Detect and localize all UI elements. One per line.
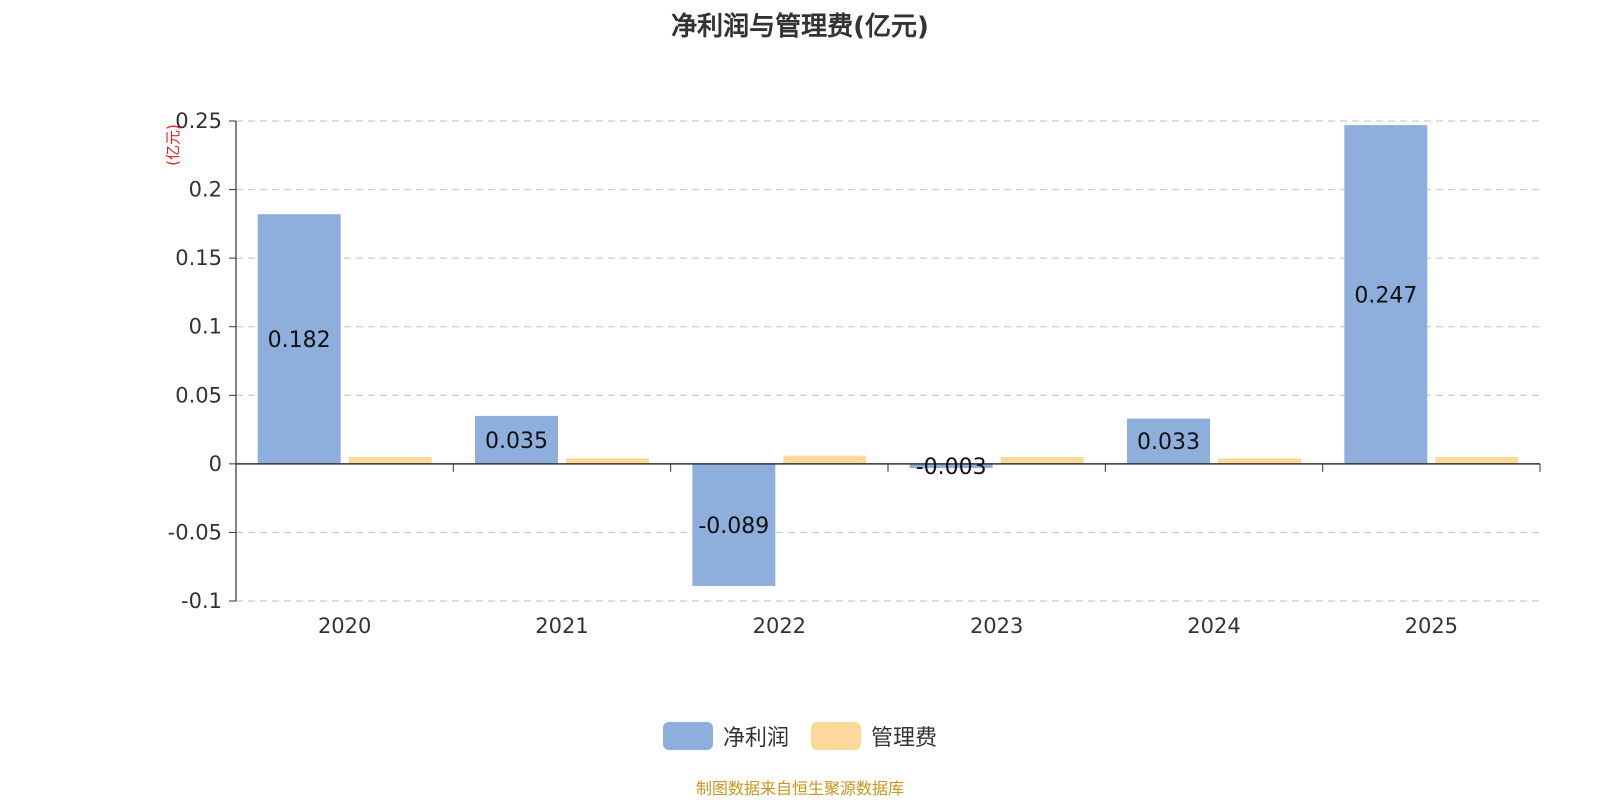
y-axis-unit: (亿元) (164, 124, 182, 166)
bar-admin-expense-2025 (1435, 457, 1519, 464)
legend: 净利润 管理费 (0, 720, 1600, 752)
data-label-2022: -0.089 (698, 514, 769, 539)
grid-lines (236, 120, 1540, 602)
bar-net-profit-2022 (692, 463, 776, 586)
bar-admin-expense-2022 (783, 455, 867, 464)
y-tick-label: 0.25 (175, 109, 222, 133)
bar-net-profit-2025 (1344, 125, 1428, 464)
legend-item-net-profit[interactable]: 净利润 (662, 720, 789, 752)
bars (257, 125, 1519, 586)
x-tick-labels: 2020 2021 2022 2023 2024 2025 (318, 614, 1458, 638)
data-label-2021: 0.035 (485, 429, 548, 454)
data-label-2023: -0.003 (916, 455, 987, 480)
x-tick-label-2020: 2020 (318, 614, 371, 638)
y-tick-label: 0.05 (175, 383, 222, 407)
y-tick-label: 0 (209, 452, 222, 476)
source-note: 制图数据来自恒生聚源数据库 (695, 779, 904, 798)
y-tick-labels: -0.1 -0.05 0 0.05 0.1 0.15 0.2 0.25 (168, 109, 222, 613)
data-label-2024: 0.033 (1137, 430, 1200, 455)
y-tick-label: -0.1 (181, 589, 222, 613)
bar-net-profit-2021 (475, 415, 558, 464)
x-tick-label-2021: 2021 (535, 614, 588, 638)
bar-admin-expense-2024 (1218, 458, 1301, 464)
x-tick-label-2025: 2025 (1405, 614, 1458, 638)
legend-swatch-admin-expense (811, 722, 861, 750)
y-tick-label: -0.05 (168, 520, 222, 544)
y-tick-label: 0.1 (189, 315, 222, 339)
data-label-2020: 0.182 (268, 328, 331, 353)
chart-title: 净利润与管理费(亿元) (671, 12, 929, 42)
bar-admin-expense-2023 (1000, 457, 1084, 464)
y-tick-label: 0.2 (189, 178, 222, 202)
data-label-2025: 0.247 (1354, 283, 1417, 308)
data-labels: 0.182 0.035 -0.089 -0.003 0.033 0.247 (268, 283, 1418, 538)
bar-admin-expense-2021 (566, 458, 649, 464)
x-tick-label-2024: 2024 (1187, 614, 1240, 638)
legend-label-admin-expense: 管理费 (871, 726, 938, 751)
y-tick-label: 0.15 (175, 246, 222, 270)
x-tick-label-2022: 2022 (753, 614, 806, 638)
bar-net-profit-2020 (257, 214, 341, 464)
legend-label-net-profit: 净利润 (722, 726, 789, 751)
bar-net-profit-2023 (909, 463, 993, 468)
legend-swatch-net-profit (662, 722, 713, 750)
bar-admin-expense-2020 (348, 457, 432, 464)
axes (229, 120, 1541, 602)
legend-item-admin-expense[interactable]: 管理费 (811, 720, 937, 752)
x-tick-label-2023: 2023 (970, 614, 1023, 638)
bar-net-profit-2024 (1127, 418, 1210, 464)
